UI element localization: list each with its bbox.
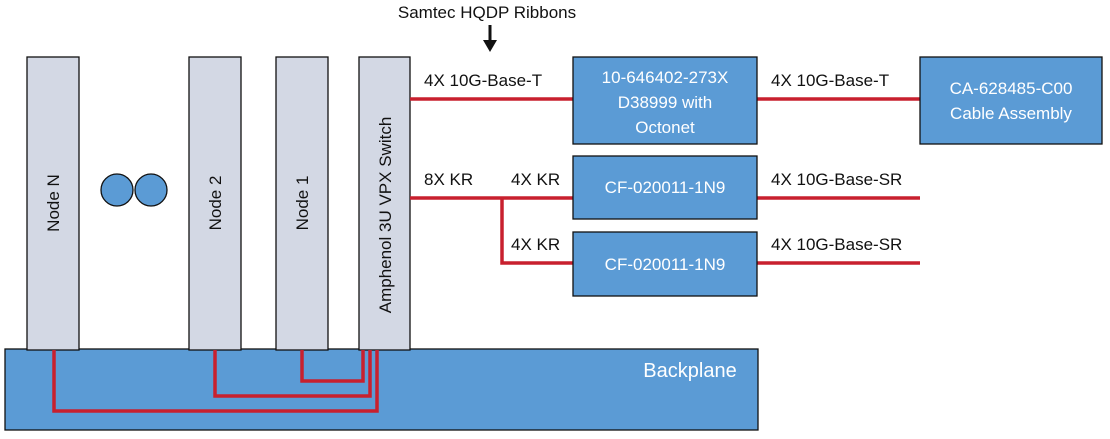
node-n-label: Node N [44, 174, 63, 232]
switch-output-wiring [410, 97, 920, 265]
cf-bottom-box [572, 231, 758, 297]
node-2-label: Node 2 [206, 176, 225, 231]
ellipsis-dots-icon [100, 173, 168, 207]
link-label-octonet-cable: 4X 10G-Base-T [771, 71, 889, 90]
link-label-sr-bottom: 4X 10G-Base-SR [771, 235, 902, 254]
octonet-line3: Octonet [635, 118, 695, 137]
switch-card [358, 56, 411, 351]
octonet-line2: D38999 with [618, 93, 713, 112]
node-n-card [26, 56, 80, 351]
node-1-card [275, 56, 329, 351]
octonet-box [572, 56, 758, 145]
cable-line2: Cable Assembly [950, 104, 1072, 123]
backplane-wiring [52, 350, 379, 413]
link-label-switch-octonet: 4X 10G-Base-T [424, 71, 542, 90]
cable-assembly-box [919, 56, 1103, 145]
cable-line1: CA-628485-C00 [950, 79, 1073, 98]
cf-bottom-label: CF-020011-1N9 [605, 255, 726, 274]
backplane [4, 348, 759, 431]
node-1-label: Node 1 [293, 176, 312, 231]
ribbon-label: Samtec HQDP Ribbons [398, 3, 576, 22]
link-label-kr-bottom: 4X KR [511, 235, 560, 254]
cf-top-box [572, 155, 758, 220]
down-arrow-icon [483, 25, 497, 52]
backplane-label: Backplane [643, 360, 736, 382]
link-label-sr-top: 4X 10G-Base-SR [771, 170, 902, 189]
cf-top-label: CF-020011-1N9 [605, 178, 726, 197]
link-label-kr-top: 4X KR [511, 170, 560, 189]
link-label-8x-kr: 8X KR [424, 170, 473, 189]
switch-label: Amphenol 3U VPX Switch [376, 117, 395, 314]
octonet-line1: 10-646402-273X [602, 68, 729, 87]
